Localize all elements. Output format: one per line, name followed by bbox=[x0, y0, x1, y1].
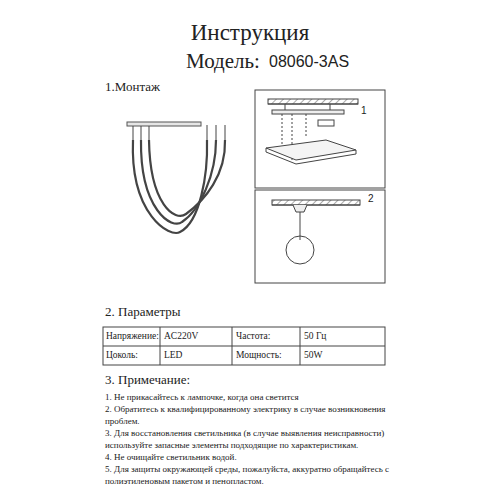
parameter-table bbox=[103, 327, 385, 365]
callout-number: 1 bbox=[361, 105, 367, 117]
table-cell: 50W bbox=[304, 350, 322, 361]
table-cell: Напряжение: bbox=[106, 331, 159, 342]
note-text: 3. Для восстановления светильника (в слу… bbox=[105, 428, 400, 451]
table-cell: LED bbox=[164, 350, 182, 361]
document-title: Инструкция bbox=[191, 20, 310, 46]
section-heading: 3. Примечание: bbox=[105, 373, 190, 388]
section-heading: 1.Монтаж bbox=[105, 80, 160, 95]
note-text: 2. Обратитесь к квалифицированному элект… bbox=[105, 404, 400, 427]
note-text: 1. Не прикасайтесь к лампочке, когда она… bbox=[105, 392, 400, 404]
model-number: 08060-3AS bbox=[269, 53, 349, 71]
lamp-drawing bbox=[127, 122, 225, 233]
table-cell: Частота: bbox=[236, 331, 270, 342]
section-heading: 2. Параметры bbox=[105, 305, 181, 320]
table-cell: Мощность: bbox=[236, 350, 282, 361]
callout-number: 2 bbox=[368, 193, 374, 205]
table-cell: AC220V bbox=[164, 331, 198, 342]
model-label: Модель: bbox=[186, 49, 260, 73]
mounting-figure-2 bbox=[255, 190, 385, 283]
note-text: 5. Для защиты окружающей среды, пожалуйс… bbox=[105, 464, 400, 487]
mounting-figure-1 bbox=[255, 90, 385, 188]
table-cell: Цоколь: bbox=[106, 350, 138, 361]
table-cell: 50 Гц bbox=[304, 331, 326, 342]
note-text: 4. Не очищайте светильник водой. bbox=[105, 452, 400, 464]
